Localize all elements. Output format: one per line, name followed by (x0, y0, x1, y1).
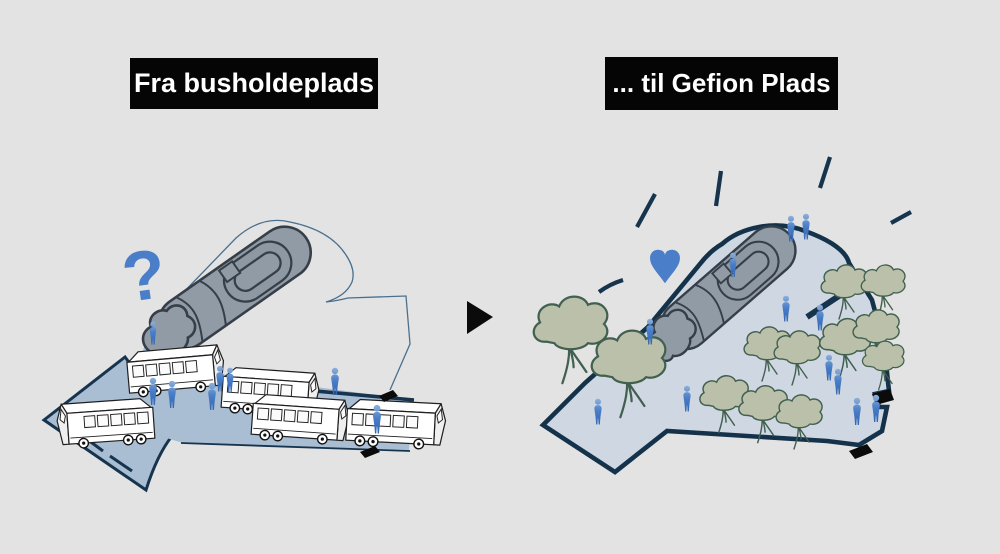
after-illustration (532, 156, 913, 475)
bus-4 (250, 393, 351, 447)
bus-5 (344, 398, 448, 451)
edge-marker (872, 389, 894, 405)
before-title: Fra busholdeplads (130, 58, 378, 109)
before-illustration: ? (41, 216, 448, 493)
bus-stop-marker (379, 390, 398, 402)
transition-arrow-icon (467, 301, 493, 334)
heart-icon (650, 249, 680, 284)
plaza-wireframe-outline (149, 219, 354, 328)
after-title: ... til Gefion Plads (605, 57, 838, 110)
sparkle-rays-icon (597, 156, 913, 294)
bus-stop-marker (360, 446, 380, 458)
edge-marker (849, 444, 873, 459)
bus-1 (55, 397, 156, 451)
question-mark-icon: ? (117, 234, 170, 317)
plaza-wireframe-parcel (347, 295, 411, 391)
